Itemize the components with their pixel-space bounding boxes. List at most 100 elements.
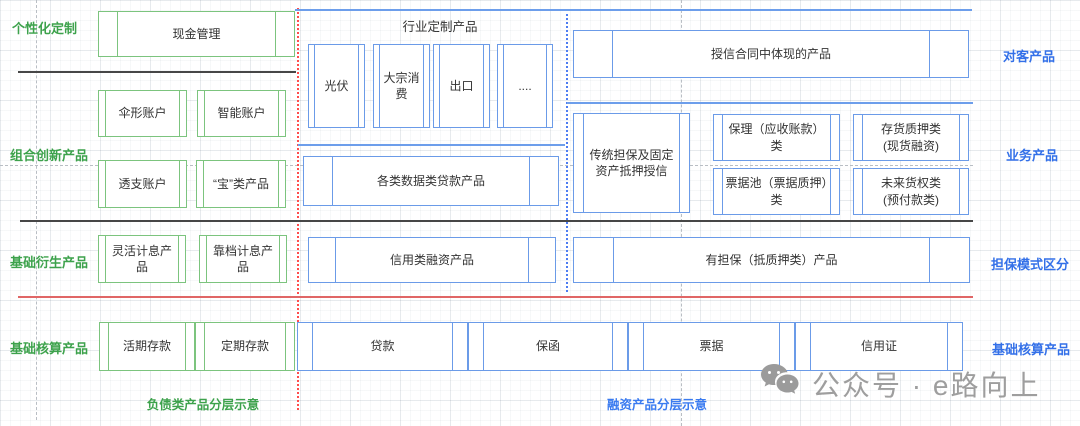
- node-bulk-consumption[interactable]: 大宗消费: [373, 44, 430, 128]
- node-label: 信用类融资产品: [389, 252, 474, 267]
- node-photovoltaic[interactable]: 光伏: [308, 44, 365, 128]
- node-tiered-interest[interactable]: 靠档计息产品: [199, 235, 287, 283]
- side-bar: [574, 114, 584, 212]
- side-bar: [423, 45, 429, 127]
- side-bar: [200, 236, 207, 282]
- node-label: 灵活计息产品: [111, 243, 172, 274]
- side-bar: [185, 323, 194, 370]
- side-bar: [529, 157, 558, 205]
- node-time-deposit[interactable]: 定期存款: [195, 322, 295, 371]
- footer-liability-caption: 负债类产品分层示意: [146, 398, 260, 412]
- node-label: 传统担保及固定资产抵押授信: [589, 147, 674, 178]
- footer-financing-caption: 融资产品分层示意: [606, 398, 707, 412]
- node-credit-financing-products[interactable]: 信用类融资产品: [308, 237, 556, 283]
- side-bar: [434, 45, 440, 127]
- side-bar: [714, 115, 723, 160]
- side-bar: [374, 45, 380, 127]
- node-label: ....: [518, 78, 532, 93]
- node-label: 靠档计息产品: [212, 243, 273, 274]
- row-label-core-left: 基础核算产品: [10, 341, 89, 356]
- side-bar: [830, 115, 839, 160]
- side-bar: [528, 238, 555, 282]
- red-dotted-divider: [297, 8, 299, 410]
- node-industry-more[interactable]: ....: [497, 44, 553, 128]
- side-bar: [278, 161, 285, 207]
- node-demand-deposit[interactable]: 活期存款: [99, 322, 195, 371]
- row-label-personalized: 个性化定制: [12, 21, 78, 36]
- node-cash-management[interactable]: 现金管理: [98, 11, 295, 57]
- node-label: 未来货权类 (预付款类): [880, 176, 941, 207]
- node-inventory-pledge[interactable]: 存货质押类 (现货融资): [853, 114, 969, 161]
- node-bao-products[interactable]: “宝”类产品: [196, 160, 286, 208]
- blue-top-line: [295, 9, 972, 11]
- node-smart-account[interactable]: 智能账户: [197, 90, 286, 137]
- side-bar: [99, 91, 106, 136]
- node-label: 现金管理: [172, 26, 221, 41]
- side-bar: [947, 323, 962, 370]
- side-bar: [830, 169, 839, 214]
- dark-divider-full: [20, 220, 973, 222]
- node-factoring[interactable]: 保理（应收账款）类: [713, 114, 840, 161]
- side-bar: [612, 323, 627, 370]
- section-title-industry: 行业定制产品: [402, 20, 478, 34]
- node-flexible-interest[interactable]: 灵活计息产品: [98, 235, 186, 283]
- node-bill-pool[interactable]: 票据池（票据质押）类: [713, 168, 840, 215]
- side-bar: [574, 238, 614, 282]
- side-bar: [309, 238, 336, 282]
- row-label-combo: 组合创新产品: [10, 148, 89, 163]
- side-bar: [196, 323, 205, 370]
- wechat-icon: [758, 362, 804, 405]
- side-bar: [358, 45, 364, 127]
- side-bar: [275, 12, 294, 56]
- side-bar: [198, 91, 205, 136]
- row-label-derived: 基础衍生产品: [10, 255, 89, 270]
- node-traditional-guarantee[interactable]: 传统担保及固定资产抵押授信: [573, 113, 690, 213]
- watermark-text: 公众号 · e路向上: [812, 369, 1041, 401]
- node-label: 存货质押类 (现货融资): [880, 122, 941, 153]
- node-label: 大宗消费: [383, 70, 420, 101]
- side-bar: [99, 12, 118, 56]
- node-label: 活期存款: [122, 339, 171, 354]
- side-bar: [100, 323, 109, 370]
- node-bill[interactable]: 票据: [628, 322, 795, 371]
- side-bar: [99, 161, 106, 207]
- node-overdraft-account[interactable]: 透支账户: [98, 160, 187, 208]
- node-label: “宝”类产品: [213, 176, 269, 191]
- side-bar: [498, 45, 504, 127]
- node-secured-products[interactable]: 有担保（抵质押类）产品: [573, 237, 970, 283]
- node-label: 授信合同中体现的产品: [710, 46, 831, 61]
- side-bar: [285, 323, 294, 370]
- node-label: 票据: [699, 339, 724, 354]
- node-label: 定期存款: [220, 339, 269, 354]
- node-umbrella-account[interactable]: 伞形账户: [98, 90, 187, 137]
- node-future-goods-rights[interactable]: 未来货权类 (预付款类): [853, 168, 969, 215]
- node-export[interactable]: 出口: [433, 44, 490, 128]
- node-label: 保理（应收账款）类: [728, 122, 825, 153]
- blue-divider-middle: [298, 144, 565, 146]
- side-bar: [469, 323, 484, 370]
- side-bar: [179, 161, 186, 207]
- node-credit-contract-products[interactable]: 授信合同中体现的产品: [573, 30, 969, 78]
- side-bar: [629, 323, 644, 370]
- node-label: 光伏: [324, 78, 349, 93]
- side-bar: [309, 45, 315, 127]
- side-bar: [298, 323, 313, 370]
- side-bar: [854, 169, 863, 214]
- side-bar: [179, 91, 186, 136]
- side-bar: [714, 169, 723, 214]
- side-bar: [483, 45, 489, 127]
- side-bar: [796, 323, 811, 370]
- node-letter-of-guarantee[interactable]: 保函: [468, 322, 628, 371]
- node-label: 有担保（抵质押类）产品: [705, 252, 838, 267]
- node-label: 信用证: [860, 339, 897, 354]
- node-label: 各类数据类贷款产品: [376, 173, 485, 188]
- node-data-loan-products[interactable]: 各类数据类贷款产品: [303, 156, 559, 206]
- node-label: 透支账户: [118, 176, 167, 191]
- side-bar: [178, 236, 185, 282]
- node-label: 票据池（票据质押）类: [725, 176, 828, 207]
- node-loan[interactable]: 贷款: [297, 322, 468, 371]
- side-bar: [99, 236, 106, 282]
- node-letter-of-credit[interactable]: 信用证: [795, 322, 963, 371]
- side-bar: [959, 115, 968, 160]
